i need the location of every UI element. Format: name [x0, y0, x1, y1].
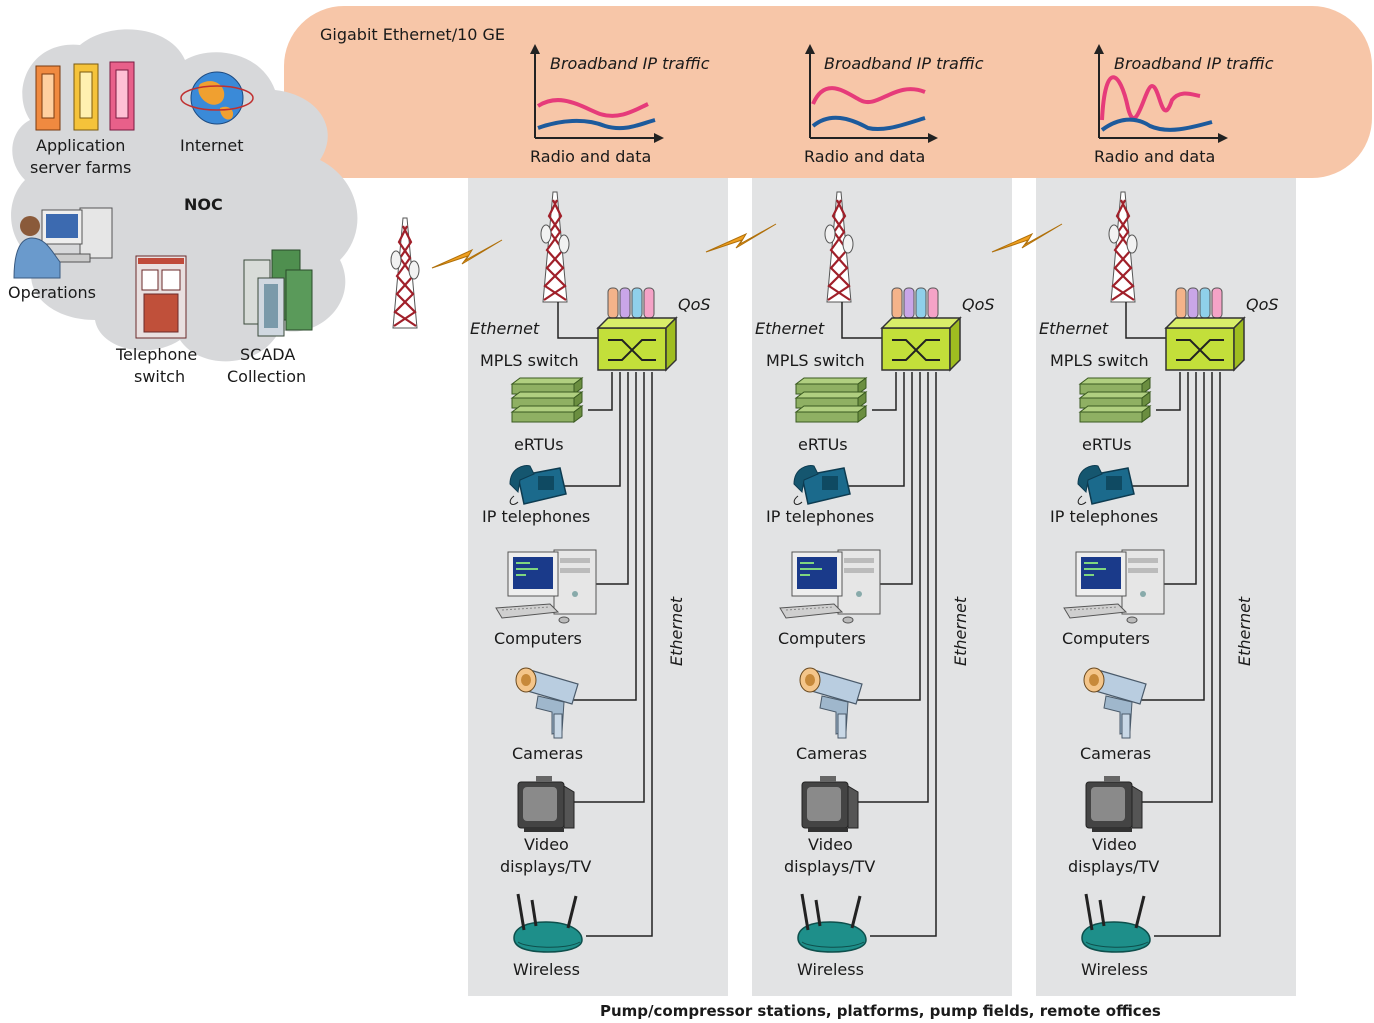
chart-1-title: Broadband IP traffic: [550, 54, 710, 73]
qos-label: QoS: [962, 295, 995, 314]
telephone-switch-label: Telephone switch: [115, 345, 202, 386]
computer-icon: [495, 549, 597, 624]
ethernet-label: Ethernet: [470, 319, 540, 338]
ip-telephones-label: IP telephones: [482, 507, 590, 526]
ethernet-vertical-label: Ethernet: [667, 596, 686, 666]
ertus-label: eRTUs: [798, 435, 848, 454]
noc-title: NOC: [184, 195, 223, 214]
mpls-switch-label: MPLS switch: [766, 351, 865, 370]
ethernet-label: Ethernet: [1039, 319, 1109, 338]
chart-3-axis-label: Radio and data: [1094, 147, 1215, 166]
ertu-stack-icon: [795, 377, 867, 423]
qos-label: QoS: [678, 295, 711, 314]
scada-collection-icon: [243, 249, 313, 337]
internet-globe-icon: [180, 71, 254, 125]
computers-label: Computers: [494, 629, 582, 648]
mpls-switch-icon: [1165, 317, 1245, 371]
site-2: Ethernet QoS MPLS switch eRTUs IP teleph…: [755, 190, 995, 979]
traffic-chart-1: Broadband IP traffic Radio and data: [530, 44, 710, 166]
chart-2-axis-label: Radio and data: [804, 147, 925, 166]
computer-icon: [779, 549, 881, 624]
internet-label: Internet: [180, 136, 244, 155]
app-server-farms-icon: [35, 61, 135, 131]
traffic-chart-2: Broadband IP traffic Radio and data: [804, 44, 984, 166]
video-displays-label: Video displays/TV: [1068, 835, 1159, 876]
app-server-farms-label: Application server farms: [30, 136, 131, 177]
computers-label: Computers: [1062, 629, 1150, 648]
operations-label: Operations: [8, 283, 96, 302]
traffic-chart-3: Broadband IP traffic Radio and data: [1094, 44, 1274, 166]
site-1: Ethernet QoS MPLS switch eRTUs IP teleph…: [470, 190, 711, 979]
video-displays-label: Video displays/TV: [500, 835, 591, 876]
site-3: Ethernet QoS MPLS switch eRTUs IP teleph…: [1039, 190, 1279, 979]
ip-telephones-label: IP telephones: [766, 507, 874, 526]
ethernet-vertical-label: Ethernet: [951, 596, 970, 666]
noc-radio-tower-icon: [389, 216, 421, 330]
traffic-line-data: [811, 115, 926, 131]
wireless-label: Wireless: [1081, 960, 1148, 979]
backbone-title: Gigabit Ethernet/10 GE: [320, 25, 505, 44]
mpls-switch-icon: [881, 317, 961, 371]
traffic-line-data: [537, 118, 656, 131]
wireless-label: Wireless: [513, 960, 580, 979]
mpls-switch-icon: [597, 317, 677, 371]
ertus-label: eRTUs: [1082, 435, 1132, 454]
cameras-label: Cameras: [1080, 744, 1151, 763]
traffic-line-radio: [536, 98, 649, 118]
ethernet-vertical-label: Ethernet: [1235, 596, 1254, 666]
ip-telephones-label: IP telephones: [1050, 507, 1158, 526]
scada-collection-label: SCADA Collection: [227, 345, 306, 386]
wireless-label: Wireless: [797, 960, 864, 979]
traffic-line-radio: [811, 86, 926, 105]
traffic-line-radio: [1100, 75, 1201, 121]
sites-caption: Pump/compressor stations, platforms, pum…: [600, 1002, 1161, 1020]
video-displays-label: Video displays/TV: [784, 835, 875, 876]
traffic-line-data: [1100, 117, 1213, 132]
chart-3-title: Broadband IP traffic: [1114, 54, 1274, 73]
chart-2-title: Broadband IP traffic: [824, 54, 984, 73]
computers-label: Computers: [778, 629, 866, 648]
ertu-stack-icon: [1079, 377, 1151, 423]
ertu-stack-icon: [511, 377, 583, 423]
ertus-label: eRTUs: [514, 435, 564, 454]
chart-1-axis-label: Radio and data: [530, 147, 651, 166]
computer-icon: [1063, 549, 1165, 624]
telephone-switch-icon: [135, 255, 187, 339]
mpls-switch-label: MPLS switch: [1050, 351, 1149, 370]
mpls-switch-label: MPLS switch: [480, 351, 579, 370]
operations-workstation-icon: [13, 207, 113, 279]
qos-label: QoS: [1246, 295, 1279, 314]
ethernet-label: Ethernet: [755, 319, 825, 338]
cameras-label: Cameras: [512, 744, 583, 763]
cameras-label: Cameras: [796, 744, 867, 763]
